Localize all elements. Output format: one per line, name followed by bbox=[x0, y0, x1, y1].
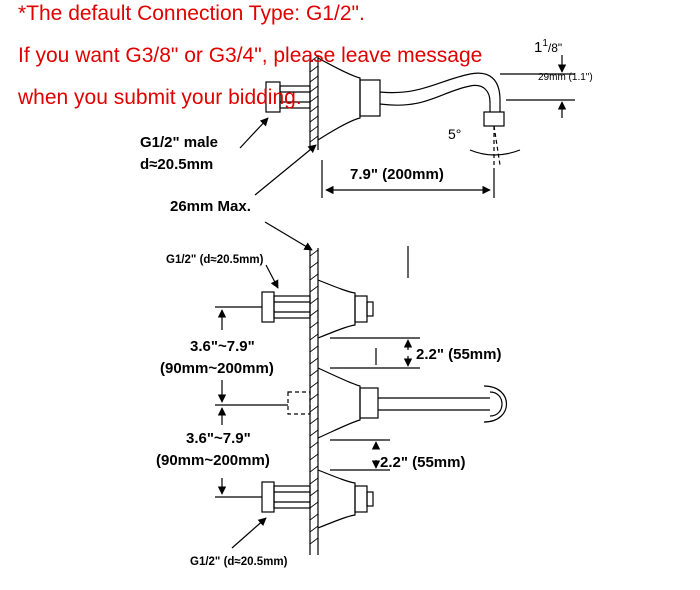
spout-length-label: 7.9" (200mm) bbox=[350, 166, 444, 183]
inlet-diameter-top: d≈20.5mm bbox=[140, 156, 214, 173]
top-inlet-label: G1/2" (d≈20.5mm) bbox=[166, 254, 264, 266]
upper-spacing-line1: 3.6"~7.9" bbox=[190, 338, 255, 355]
wall-hatch-top bbox=[309, 55, 319, 150]
spout-height-whole: 1 bbox=[534, 39, 543, 56]
spout-top bbox=[379, 72, 501, 112]
lower-spacing-line2: (90mm~200mm) bbox=[156, 452, 270, 469]
middle-spout bbox=[287, 367, 508, 439]
spout-height-num: 1 bbox=[542, 38, 548, 49]
note-default-connection: *The default Connection Type: G1/2". bbox=[18, 2, 365, 25]
note-bidding: when you submit your bidding. bbox=[18, 86, 302, 109]
inlet-nipple-top bbox=[265, 81, 311, 113]
wall-max-label: 26mm Max. bbox=[170, 198, 251, 215]
note-alternate-connection: If you want G3/8" or G3/4", please leave… bbox=[18, 44, 483, 67]
lower-offset-label: 2.2" (55mm) bbox=[380, 454, 466, 471]
upper-spacing-line2: (90mm~200mm) bbox=[160, 360, 274, 377]
inlet-label-top: G1/2" male bbox=[140, 134, 218, 151]
angle-label: 5° bbox=[448, 126, 462, 142]
spout-height-metric: 29mm (1.1") bbox=[538, 72, 593, 83]
bottom-inlet-label: G1/2" (d≈20.5mm) bbox=[190, 556, 288, 568]
spout-height-label: 11/8" bbox=[534, 38, 562, 56]
wall-hatch-front bbox=[309, 248, 319, 555]
upper-offset-label: 2.2" (55mm) bbox=[416, 346, 502, 363]
lower-spacing-line1: 3.6"~7.9" bbox=[186, 430, 251, 447]
escutcheon-top bbox=[317, 57, 361, 141]
spout-height-den: /8" bbox=[547, 41, 563, 55]
